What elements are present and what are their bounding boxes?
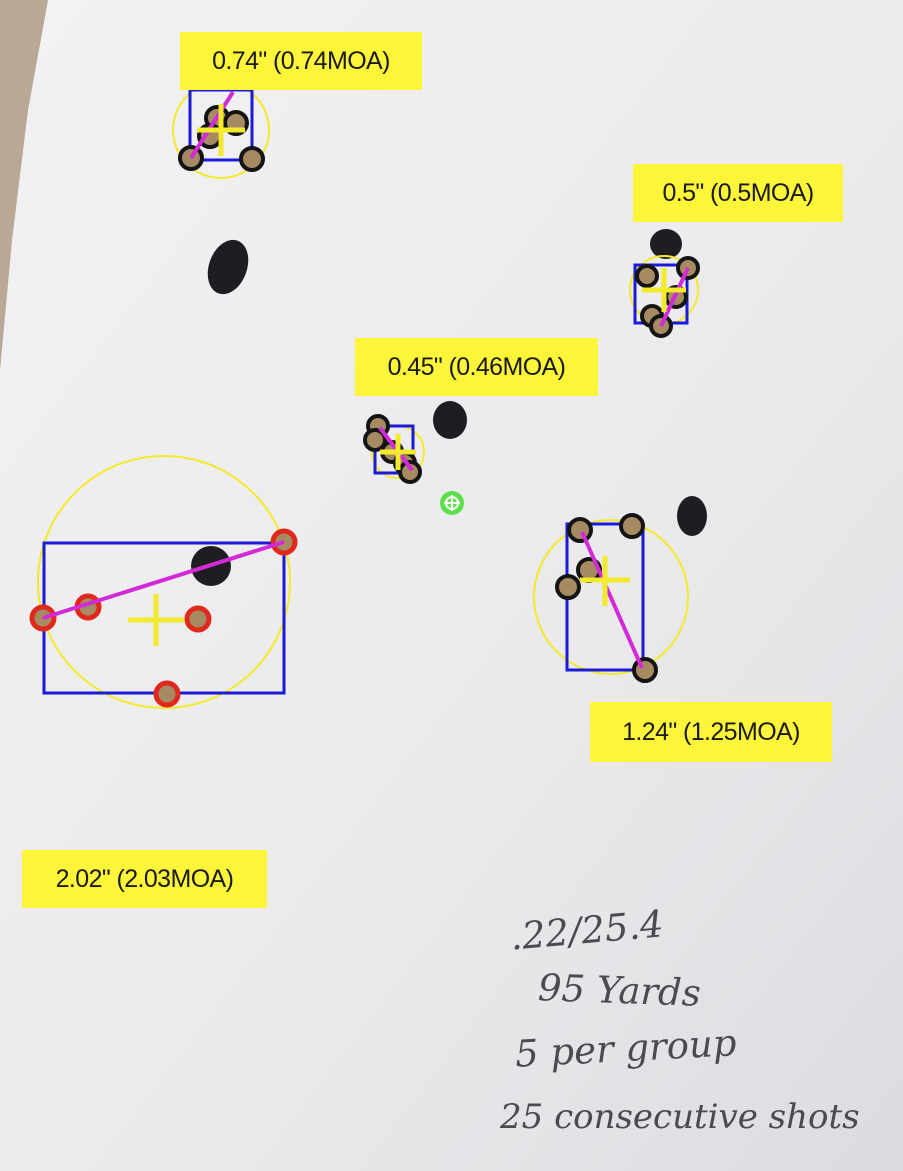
group-size-label-4: 1.24" (1.25MOA) [590,702,832,762]
handwritten-note-total-shots: 25 consecutive shots [500,1097,860,1137]
ink-mark [677,496,707,536]
group-center-cross [642,268,686,312]
flagged-shot-marker [184,605,212,633]
ink-mark [433,401,467,439]
extreme-spread-line [580,531,644,669]
paper-shadow-edge [0,0,48,370]
shot-marker [619,513,645,539]
group-size-label-5: 2.02" (2.03MOA) [22,850,267,908]
group-circle [533,519,689,675]
shot-group-3 [363,414,425,484]
shot-marker [555,574,581,600]
extreme-spread-line [189,90,235,160]
shot-group-5 [29,455,298,709]
group-center-cross [580,556,630,606]
handwritten-note-shots-per-group: 5 per group [514,1021,738,1076]
group-bounding-box [188,88,254,162]
aim-point-icon [440,491,464,515]
extreme-spread-line [42,540,285,620]
group-size-label-3: 0.45" (0.46MOA) [355,338,598,396]
group-circle [37,455,291,709]
flagged-shot-marker [153,680,181,708]
ink-mark [650,229,682,259]
shot-marker [363,428,387,452]
group-center-cross [380,434,416,470]
group-size-label-2: 0.5" (0.5MOA) [633,164,843,222]
shot-group-4 [533,513,689,683]
handwritten-note-distance: 95 Yards [537,966,702,1015]
shot-marker [635,264,659,288]
group-center-cross [128,594,184,646]
ink-mark [207,239,249,295]
shot-group-1 [172,81,270,179]
shot-marker [398,460,422,484]
group-size-label-1: 0.74" (0.74MOA) [180,32,422,90]
shot-marker [567,517,593,543]
shot-group-2 [629,255,700,338]
shot-marker [239,146,265,172]
extreme-spread-line [659,267,690,327]
group-center-cross [197,104,245,156]
